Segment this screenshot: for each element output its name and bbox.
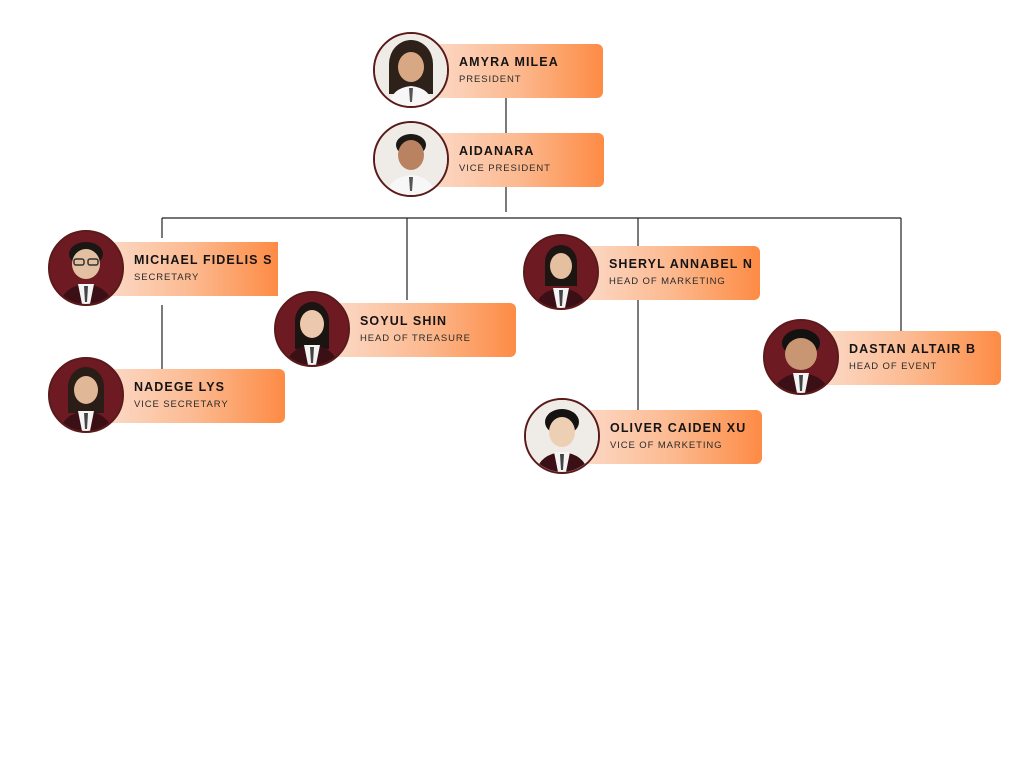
member-role: SECRETARY (134, 272, 200, 283)
member-role: VICE PRESIDENT (459, 163, 551, 174)
portrait-image (526, 400, 598, 472)
avatar (373, 32, 449, 108)
member-role: HEAD OF TREASURE (360, 333, 471, 344)
avatar (48, 357, 124, 433)
portrait-image (375, 123, 447, 195)
portrait-image (375, 34, 447, 106)
member-role: VICE SECRETARY (134, 399, 229, 410)
portrait-image (50, 359, 122, 431)
member-card-vice-president: AIDANARA VICE PRESIDENT (373, 121, 604, 197)
avatar (373, 121, 449, 197)
member-role: PRESIDENT (459, 74, 522, 85)
portrait-image (525, 236, 597, 308)
member-role: HEAD OF EVENT (849, 361, 938, 372)
member-card-vice-of-marketing: OLIVER CAIDEN XU VICE OF MARKETING (524, 398, 762, 474)
member-name: DASTAN ALTAIR B (849, 342, 977, 356)
member-card-head-of-event: DASTAN ALTAIR B HEAD OF EVENT (763, 319, 1001, 395)
member-name: AIDANARA (459, 144, 535, 158)
portrait-image (765, 321, 837, 393)
member-name: MICHAEL FIDELIS S (134, 253, 273, 267)
member-role: HEAD OF MARKETING (609, 276, 726, 287)
member-role: VICE OF MARKETING (610, 440, 723, 451)
portrait-image (276, 293, 348, 365)
member-card-vice-secretary: NADEGE LYS VICE SECRETARY (48, 357, 285, 433)
avatar (763, 319, 839, 395)
avatar (274, 291, 350, 367)
member-name: SOYUL SHIN (360, 314, 448, 328)
portrait-image (50, 232, 122, 304)
avatar (523, 234, 599, 310)
avatar (48, 230, 124, 306)
member-name: NADEGE LYS (134, 380, 226, 394)
member-card-head-of-treasure: SOYUL SHIN HEAD OF TREASURE (274, 291, 516, 367)
member-name: OLIVER CAIDEN XU (610, 421, 747, 435)
member-card-secretary: MICHAEL FIDELIS S SECRETARY (48, 230, 278, 306)
member-card-president: AMYRA MILEA PRESIDENT (373, 32, 603, 108)
member-name: AMYRA MILEA (459, 55, 559, 69)
avatar (524, 398, 600, 474)
member-name: SHERYL ANNABEL N (609, 257, 754, 271)
member-card-head-of-marketing: SHERYL ANNABEL N HEAD OF MARKETING (523, 234, 760, 310)
